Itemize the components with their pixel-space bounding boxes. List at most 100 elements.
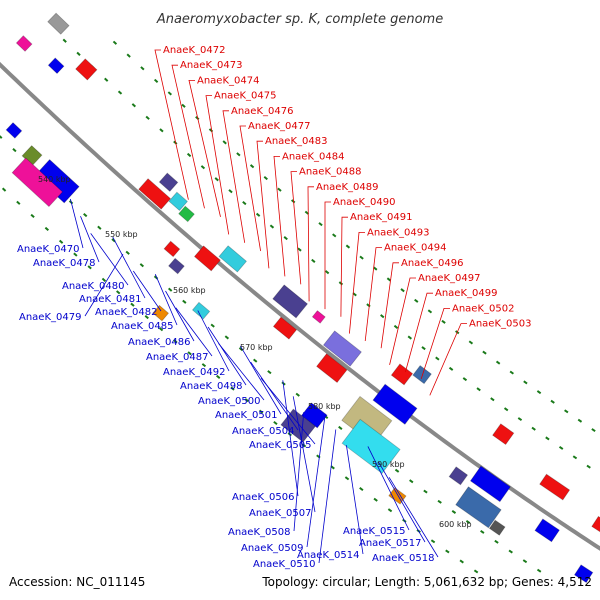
gene-feature <box>158 172 179 192</box>
scale-dot <box>332 233 337 238</box>
scale-dot <box>258 409 264 414</box>
reverse-gene-label: AnaeK_0479 <box>19 312 81 323</box>
scale-dot <box>330 465 335 470</box>
label-leader <box>318 429 337 564</box>
forward-gene-label: AnaeK_0496 <box>401 258 463 269</box>
forward-gene-label: AnaeK_0499 <box>435 288 497 299</box>
scale-dot <box>441 319 446 324</box>
label-leader <box>290 171 302 285</box>
label-leader <box>293 412 305 532</box>
feature-tracks <box>0 12 600 584</box>
scale-dot <box>173 339 178 344</box>
scale-dot <box>430 539 436 544</box>
gene-feature <box>272 284 308 319</box>
scale-dot <box>427 309 433 314</box>
gene-feature <box>138 178 172 210</box>
label-leader <box>80 216 100 263</box>
scale-dot <box>73 252 78 257</box>
forward-gene-label: AnaeK_0475 <box>214 91 276 102</box>
scale-dot <box>273 420 278 426</box>
reverse-gene-label: AnaeK_0482 <box>95 307 157 318</box>
scale-dot <box>263 175 268 181</box>
label-leaders <box>70 49 467 564</box>
scale-dot <box>494 539 499 544</box>
scale-dot <box>12 147 17 153</box>
label-leader <box>388 477 439 558</box>
forward-gene-label: AnaeK_0490 <box>333 197 395 208</box>
scale-dot <box>116 290 121 295</box>
scale-dot <box>517 417 523 422</box>
scale-dot <box>423 489 428 494</box>
genome-backbone <box>0 61 600 551</box>
scale-dot <box>490 397 495 402</box>
scale-dot <box>373 266 378 271</box>
label-leader <box>349 231 365 334</box>
scale-dot <box>253 358 258 363</box>
label-leader <box>154 274 178 326</box>
scale-dot <box>112 40 118 45</box>
scale-dot <box>139 263 145 268</box>
reverse-gene-label: AnaeK_0507 <box>249 508 311 519</box>
scale-dot <box>187 351 192 356</box>
forward-gene-label: AnaeK_0494 <box>384 243 446 254</box>
gene-feature <box>191 301 211 320</box>
scale-dot <box>421 346 426 351</box>
label-leader <box>282 380 299 497</box>
scale-dot <box>445 549 450 554</box>
scale-dot <box>111 238 116 243</box>
scale-dot <box>393 324 399 329</box>
scale-dot <box>386 277 392 282</box>
scale-dot <box>531 426 536 431</box>
gene-feature <box>168 257 185 275</box>
reverse-gene-label: AnaeK_0514 <box>297 550 359 561</box>
scale-dot <box>182 299 187 304</box>
scale-dot <box>244 398 249 403</box>
scale-dot <box>373 497 378 502</box>
scale-dot <box>503 407 509 412</box>
reverse-gene-label: AnaeK_0480 <box>62 281 124 292</box>
gene-feature <box>322 330 362 367</box>
scale-dot <box>277 187 282 192</box>
scale-dot <box>186 152 192 158</box>
scale-dot <box>97 225 102 230</box>
scale-dot <box>318 222 323 227</box>
scale-dot <box>216 374 221 379</box>
scale-dot <box>130 302 135 307</box>
label-leader <box>380 262 399 349</box>
scale-dot <box>236 152 241 157</box>
scale-dot <box>104 77 109 82</box>
forward-gene-label: AnaeK_0476 <box>231 106 293 117</box>
label-leader <box>273 155 286 277</box>
scale-dot <box>545 436 550 441</box>
gene-feature <box>448 466 469 486</box>
label-leader <box>222 110 246 243</box>
label-leader <box>84 253 124 317</box>
scale-dot <box>249 164 255 169</box>
forward-gene-label: AnaeK_0474 <box>197 75 259 86</box>
gene-feature <box>311 310 326 324</box>
scale-dot <box>158 327 164 332</box>
gene-feature <box>168 191 188 212</box>
gene-labels: AnaeK_0472AnaeK_0473AnaeK_0474AnaeK_0475… <box>17 45 531 570</box>
reverse-gene-label: AnaeK_0510 <box>253 559 315 570</box>
scale-dot <box>380 314 385 319</box>
scale-dot <box>476 387 481 392</box>
scale-dot <box>224 335 230 340</box>
label-leader <box>292 396 316 513</box>
scale-dot <box>468 340 474 345</box>
map-title: Anaeromyxobacter sp. K, complete genome <box>156 12 443 27</box>
gene-feature <box>152 304 170 322</box>
label-leader <box>306 413 326 548</box>
tick-label: 590 kbp <box>372 460 405 469</box>
scale-dot <box>214 177 219 182</box>
reverse-gene-label: AnaeK_0478 <box>33 258 95 269</box>
scale-dot <box>387 508 393 513</box>
forward-gene-label: AnaeK_0497 <box>418 273 480 284</box>
scale-dot <box>126 53 131 58</box>
label-leader <box>132 270 162 312</box>
scale-dot <box>131 103 136 108</box>
scale-dot <box>523 380 528 385</box>
label-leader <box>90 233 129 286</box>
gene-feature <box>341 418 401 474</box>
